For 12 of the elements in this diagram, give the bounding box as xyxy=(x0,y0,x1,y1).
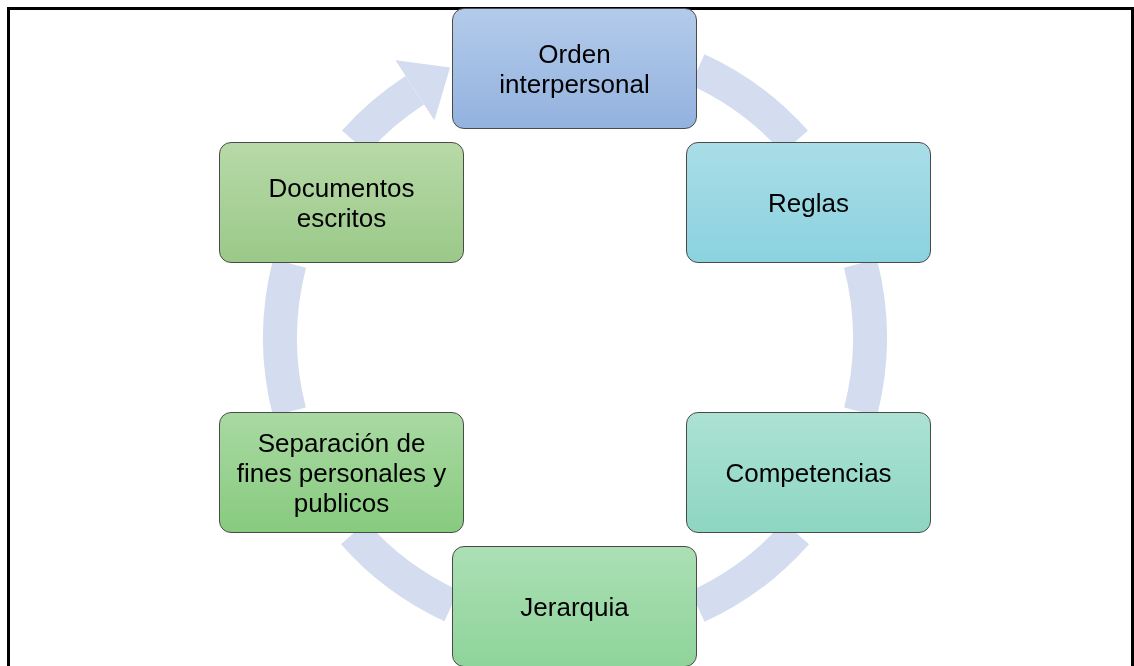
process-box xyxy=(686,142,931,263)
node-text: Separación de fines personales y publicos xyxy=(235,427,448,518)
process-box xyxy=(686,412,931,533)
node-text: Orden interpersonal xyxy=(498,38,651,99)
node-text: Reglas xyxy=(768,187,849,218)
process-box xyxy=(452,8,697,129)
node-text: Jerarquia xyxy=(520,591,629,622)
node-text: Competencias xyxy=(725,457,892,488)
process-box xyxy=(219,142,464,263)
process-box xyxy=(219,412,464,533)
node-text: Documentos escritos xyxy=(267,172,416,233)
process-box xyxy=(452,546,697,666)
